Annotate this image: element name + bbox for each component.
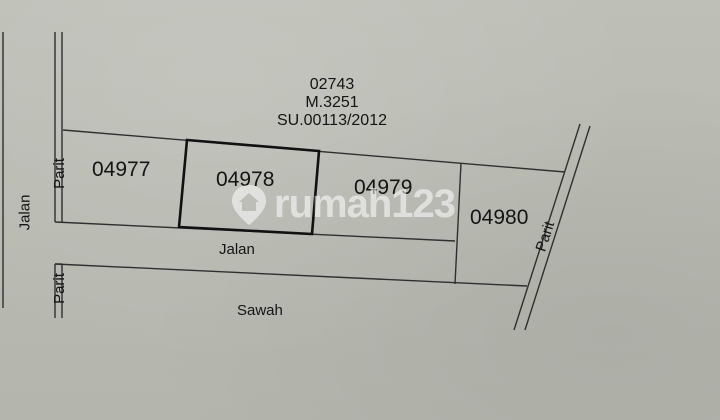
road-horizontal-label: Jalan — [219, 241, 255, 258]
m-number: M.3251 — [305, 94, 359, 111]
parcel-divider-04980 — [454, 162, 462, 285]
parent-parcel-number: 02743 — [309, 76, 355, 93]
parcel-04978-outline — [177, 138, 321, 236]
parcel-04978-label: 04978 — [216, 168, 275, 191]
parit-lower-label: Parit — [50, 273, 68, 304]
rice-field-label: Sawah — [237, 302, 283, 319]
certificate-info: 02743 M.3251 SU.00113/2012 — [262, 76, 402, 130]
parcel-04977-label: 04977 — [92, 158, 151, 181]
parcel-04979-label: 04979 — [354, 176, 413, 199]
parit-right-line-b — [524, 125, 591, 331]
road-vertical-label: Jalan — [16, 194, 34, 231]
road-lower-edge — [54, 263, 528, 287]
parit-upper-label: Parit — [50, 158, 68, 189]
parcel-04980-label: 04980 — [470, 206, 529, 229]
parit-right-line-a — [513, 123, 581, 331]
su-number: SU.00113/2012 — [276, 112, 387, 129]
